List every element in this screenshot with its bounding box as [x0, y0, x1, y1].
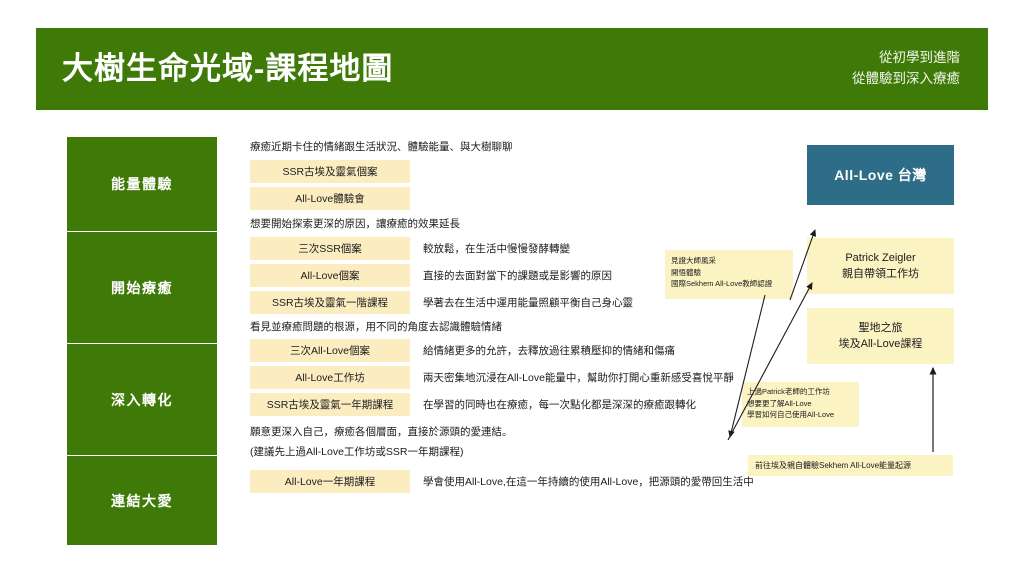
- certification-note-line-2: 開悟體驗: [671, 267, 701, 277]
- course-description: 較放鬆，在生活中慢慢發酵轉變: [423, 242, 570, 255]
- course-description: 兩天密集地沉浸在All-Love能量中，幫助你打開心重新感受喜悅平靜: [423, 372, 734, 385]
- course-map-content: 療癒近期卡住的情緒跟生活狀況、體驗能量、與大樹聊聊 SSR古埃及靈氣個案 All…: [250, 140, 754, 497]
- stage-item-connect-great-love[interactable]: 連結大愛: [67, 456, 217, 545]
- stage-label: 能量體驗: [111, 176, 173, 192]
- egypt-box-line-2: 埃及All-Love課程: [838, 338, 923, 350]
- section-begin-healing: 想要開始探索更深的原因，讓療癒的效果延長 三次SSR個案 較放鬆，在生活中慢慢發…: [250, 217, 720, 314]
- course-pill[interactable]: SSR古埃及靈氣一階課程: [250, 290, 410, 314]
- workshop-prerequisite-note: 上過Patrick老師的工作坊 想要更了解All-Love 學習如何自己使用Al…: [742, 382, 859, 427]
- course-pill[interactable]: All-Love體驗會: [250, 186, 410, 210]
- workshop-note-line-2: 想要更了解All-Love: [747, 398, 812, 408]
- course-description: 在學習的同時也在療癒，每一次點化都是深深的療癒跟轉化: [423, 399, 696, 412]
- header-tagline-line-2: 從體驗到深入療癒: [852, 71, 960, 86]
- course-row[interactable]: All-Love一年期課程 學會使用All-Love,在這一年持續的使用All-…: [250, 469, 754, 493]
- course-pill[interactable]: All-Love工作坊: [250, 366, 410, 390]
- stage-item-begin-healing[interactable]: 開始療癒: [67, 232, 217, 344]
- course-pill[interactable]: SSR古埃及靈氣個案: [250, 159, 410, 183]
- course-row[interactable]: SSR古埃及靈氣個案: [250, 159, 720, 183]
- workshop-note-line-3: 學習如何自己使用All-Love: [747, 410, 835, 420]
- stage-label: 連結大愛: [111, 492, 173, 509]
- course-row[interactable]: All-Love體驗會: [250, 186, 720, 210]
- section-lead: 願意更深入自己，療癒各個層面，直接於源頭的愛連結。: [250, 426, 513, 439]
- page-header: 大樹生命光域-課程地圖 從初學到進階 從體驗到深入療癒: [36, 28, 988, 110]
- course-row[interactable]: SSR古埃及靈氣一年期課程 在學習的同時也在療癒，每一次點化都是深深的療癒跟轉化: [250, 393, 720, 417]
- course-pill[interactable]: 三次SSR個案: [250, 236, 410, 260]
- course-description: 直接的去面對當下的課題或是影響的原因: [423, 269, 612, 282]
- course-row[interactable]: SSR古埃及靈氣一階課程 學著去在生活中運用能量照顧平衡自己身心靈: [250, 290, 720, 314]
- section-deep-transformation: 看見並療癒問題的根源，用不同的角度去認識體驗情緒 三次All-Love個案 給情…: [250, 320, 734, 417]
- patrick-box-line-1: Patrick Zeigler: [845, 251, 916, 264]
- certification-note: 見證大師風采 開悟體驗 國際Sekhem All-Love教師認證: [665, 250, 793, 299]
- header-tagline-line-1: 從初學到進階: [879, 50, 960, 66]
- page-title: 大樹生命光域-課程地圖: [62, 50, 394, 86]
- course-pill[interactable]: SSR古埃及靈氣一年期課程: [250, 393, 410, 417]
- course-pill[interactable]: All-Love個案: [250, 263, 410, 287]
- patrick-zeigler-workshop-box[interactable]: Patrick Zeigler 親自帶領工作坊: [807, 238, 954, 294]
- stage-item-energy-experience[interactable]: 能量體驗: [67, 137, 217, 232]
- course-row[interactable]: All-Love個案 直接的去面對當下的課題或是影響的原因: [250, 263, 720, 287]
- certification-note-line-1: 見證大師風采: [671, 256, 716, 265]
- section-lead: 看見並療癒問題的根源，用不同的角度去認識體驗情緒: [250, 320, 502, 333]
- stage-item-deep-transformation[interactable]: 深入轉化: [67, 344, 217, 456]
- course-pill[interactable]: 三次All-Love個案: [250, 339, 410, 363]
- energy-origin-note-text: 前往埃及親自體驗Sekhem All-Love能量起源: [755, 461, 912, 470]
- stage-label: 開始療癒: [111, 279, 173, 296]
- course-description: 學會使用All-Love,在這一年持續的使用All-Love，把源頭的愛帶回生活…: [423, 475, 754, 488]
- stage-sidebar: 能量體驗 開始療癒 深入轉化 連結大愛: [67, 137, 217, 545]
- all-love-taiwan-label: All-Love 台灣: [834, 167, 927, 183]
- section-lead: 療癒近期卡住的情緒跟生活狀況、體驗能量、與大樹聊聊: [250, 141, 513, 153]
- workshop-note-line-1: 上過Patrick老師的工作坊: [747, 387, 830, 396]
- stage-label: 深入轉化: [111, 391, 173, 408]
- all-love-taiwan-box[interactable]: All-Love 台灣: [807, 145, 954, 205]
- egypt-holy-land-trip-box[interactable]: 聖地之旅 埃及All-Love課程: [807, 308, 954, 364]
- course-pill[interactable]: All-Love一年期課程: [250, 469, 410, 493]
- header-tagline: 從初學到進階 從體驗到深入療癒: [852, 48, 960, 90]
- course-row[interactable]: All-Love工作坊 兩天密集地沉浸在All-Love能量中，幫助你打開心重新…: [250, 366, 734, 390]
- energy-origin-note: 前往埃及親自體驗Sekhem All-Love能量起源: [748, 455, 953, 476]
- patrick-box-line-2: 親自帶領工作坊: [842, 268, 919, 280]
- certification-note-line-3: 國際Sekhem All-Love教師認證: [671, 279, 773, 289]
- section-connect-great-love: 願意更深入自己，療癒各個層面，直接於源頭的愛連結。 (建議先上過All-Love…: [250, 425, 754, 493]
- course-row[interactable]: 三次All-Love個案 給情緒更多的允許，去釋放過往累積壓抑的情緒和傷痛: [250, 339, 720, 363]
- section-energy-experience: 療癒近期卡住的情緒跟生活狀況、體驗能量、與大樹聊聊 SSR古埃及靈氣個案 All…: [250, 140, 720, 210]
- course-row[interactable]: 三次SSR個案 較放鬆，在生活中慢慢發酵轉變: [250, 236, 720, 260]
- course-description: 給情緒更多的允許，去釋放過往累積壓抑的情緒和傷痛: [423, 345, 675, 358]
- section-lead: 想要開始探索更深的原因，讓療癒的效果延長: [250, 217, 460, 230]
- course-description: 學著去在生活中運用能量照顧平衡自己身心靈: [423, 296, 633, 309]
- section-lead-secondary: (建議先上過All-Love工作坊或SSR一年期課程): [250, 446, 464, 458]
- egypt-box-line-1: 聖地之旅: [858, 321, 903, 334]
